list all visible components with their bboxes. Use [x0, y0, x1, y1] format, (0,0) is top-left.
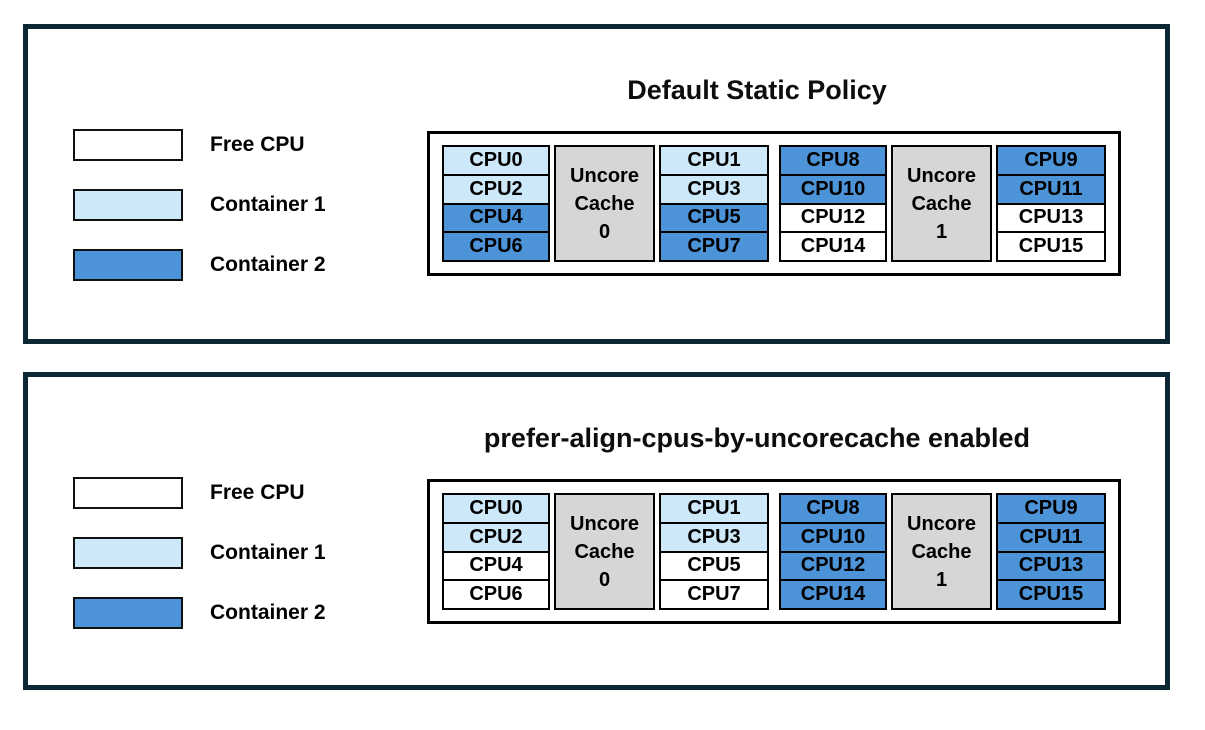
cpu-cell: CPU2 [442, 173, 550, 205]
legend-label-free-cpu: Free CPU [210, 133, 305, 156]
cache-label-line: Uncore [570, 164, 639, 187]
cache-label-line: 1 [935, 220, 948, 243]
cpu-cell: CPU6 [442, 231, 550, 262]
legend-swatch-container-2 [73, 597, 183, 629]
legend-swatch-free-cpu [73, 129, 183, 161]
cpu-column-left: CPU0 CPU2 CPU4 CPU6 [442, 145, 550, 262]
cpu-cell: CPU15 [996, 231, 1106, 262]
policy-panel-default-static: Free CPU Container 1 Container 2 Default… [23, 24, 1170, 344]
cpu-cell: CPU8 [779, 145, 887, 176]
legend-swatch-container-2 [73, 249, 183, 281]
cpu-cell: CPU7 [659, 231, 769, 262]
cpu-cell: CPU12 [779, 202, 887, 234]
cache-label-line: Uncore [570, 512, 639, 535]
cpu-cell: CPU5 [659, 202, 769, 234]
cache-label-line: Uncore [907, 512, 976, 535]
legend-swatch-container-1 [73, 189, 183, 221]
uncore-cache-block-1: Uncore Cache 1 [891, 493, 992, 610]
uncore-cache-block-0: Uncore Cache 0 [554, 145, 655, 262]
cache-label-line: Cache [911, 192, 972, 215]
legend-item-container-1: Container 1 [73, 189, 326, 221]
legend-item-free-cpu: Free CPU [73, 129, 326, 161]
legend-item-container-2: Container 2 [73, 597, 326, 629]
cache-label-line: 0 [598, 220, 611, 243]
cpu-cell: CPU10 [779, 173, 887, 205]
cpu-cell: CPU11 [996, 173, 1106, 205]
uncore-cache-group-0: CPU0 CPU2 CPU4 CPU6 Uncore Cache 0 CPU1 … [442, 493, 769, 610]
uncore-cache-group-1: CPU8 CPU10 CPU12 CPU14 Uncore Cache 1 CP… [779, 493, 1106, 610]
cpu-cell: CPU13 [996, 202, 1106, 234]
cpu-cell: CPU2 [442, 521, 550, 553]
legend-item-container-1: Container 1 [73, 537, 326, 569]
cpu-cell: CPU13 [996, 550, 1106, 582]
cache-label-line: Uncore [907, 164, 976, 187]
cpu-cell: CPU4 [442, 202, 550, 234]
uncore-cache-group-0: CPU0 CPU2 CPU4 CPU6 Uncore Cache 0 CPU1 … [442, 145, 769, 262]
cpu-cell: CPU10 [779, 521, 887, 553]
panel-title-uncorecache-enabled: prefer-align-cpus-by-uncorecache enabled [483, 423, 1031, 453]
legend: Free CPU Container 1 Container 2 [73, 477, 326, 657]
cpu-cell: CPU9 [996, 145, 1106, 176]
legend-label-container-1: Container 1 [210, 193, 326, 216]
cpu-cell: CPU8 [779, 493, 887, 524]
policy-panel-uncorecache-enabled: Free CPU Container 1 Container 2 prefer-… [23, 372, 1170, 690]
cpu-cell: CPU3 [659, 173, 769, 205]
cpu-cell: CPU4 [442, 550, 550, 582]
legend-label-container-1: Container 1 [210, 541, 326, 564]
cpu-cell: CPU0 [442, 145, 550, 176]
cpu-cell: CPU12 [779, 550, 887, 582]
cpu-column-right: CPU9 CPU11 CPU13 CPU15 [996, 145, 1106, 262]
legend-swatch-free-cpu [73, 477, 183, 509]
cpu-column-right: CPU1 CPU3 CPU5 CPU7 [659, 145, 769, 262]
cache-label-line: Cache [911, 540, 972, 563]
cpu-column-left: CPU8 CPU10 CPU12 CPU14 [779, 493, 887, 610]
cpu-column-right: CPU1 CPU3 CPU5 CPU7 [659, 493, 769, 610]
cpu-column-left: CPU8 CPU10 CPU12 CPU14 [779, 145, 887, 262]
cache-label-line: 1 [935, 568, 948, 591]
uncore-cache-block-1: Uncore Cache 1 [891, 145, 992, 262]
cpu-cell: CPU15 [996, 579, 1106, 610]
cpu-cell: CPU11 [996, 521, 1106, 553]
cpu-cell: CPU0 [442, 493, 550, 524]
cpu-topology-diagram: CPU0 CPU2 CPU4 CPU6 Uncore Cache 0 CPU1 … [427, 131, 1121, 276]
cpu-cell: CPU9 [996, 493, 1106, 524]
uncore-cache-block-0: Uncore Cache 0 [554, 493, 655, 610]
legend: Free CPU Container 1 Container 2 [73, 129, 326, 309]
cpu-cell: CPU1 [659, 493, 769, 524]
cache-label-line: Cache [574, 192, 635, 215]
cache-label-line: 0 [598, 568, 611, 591]
legend-label-free-cpu: Free CPU [210, 481, 305, 504]
legend-label-container-2: Container 2 [210, 601, 326, 624]
cpu-cell: CPU3 [659, 521, 769, 553]
cpu-topology-diagram: CPU0 CPU2 CPU4 CPU6 Uncore Cache 0 CPU1 … [427, 479, 1121, 624]
cpu-cell: CPU1 [659, 145, 769, 176]
legend-item-free-cpu: Free CPU [73, 477, 326, 509]
cpu-cell: CPU5 [659, 550, 769, 582]
panel-title-default-static: Default Static Policy [627, 75, 887, 105]
cpu-column-right: CPU9 CPU11 CPU13 CPU15 [996, 493, 1106, 610]
cpu-cell: CPU6 [442, 579, 550, 610]
legend-item-container-2: Container 2 [73, 249, 326, 281]
cpu-cell: CPU7 [659, 579, 769, 610]
uncore-cache-group-1: CPU8 CPU10 CPU12 CPU14 Uncore Cache 1 CP… [779, 145, 1106, 262]
cpu-column-left: CPU0 CPU2 CPU4 CPU6 [442, 493, 550, 610]
cpu-cell: CPU14 [779, 231, 887, 262]
legend-label-container-2: Container 2 [210, 253, 326, 276]
cache-label-line: Cache [574, 540, 635, 563]
cpu-cell: CPU14 [779, 579, 887, 610]
legend-swatch-container-1 [73, 537, 183, 569]
